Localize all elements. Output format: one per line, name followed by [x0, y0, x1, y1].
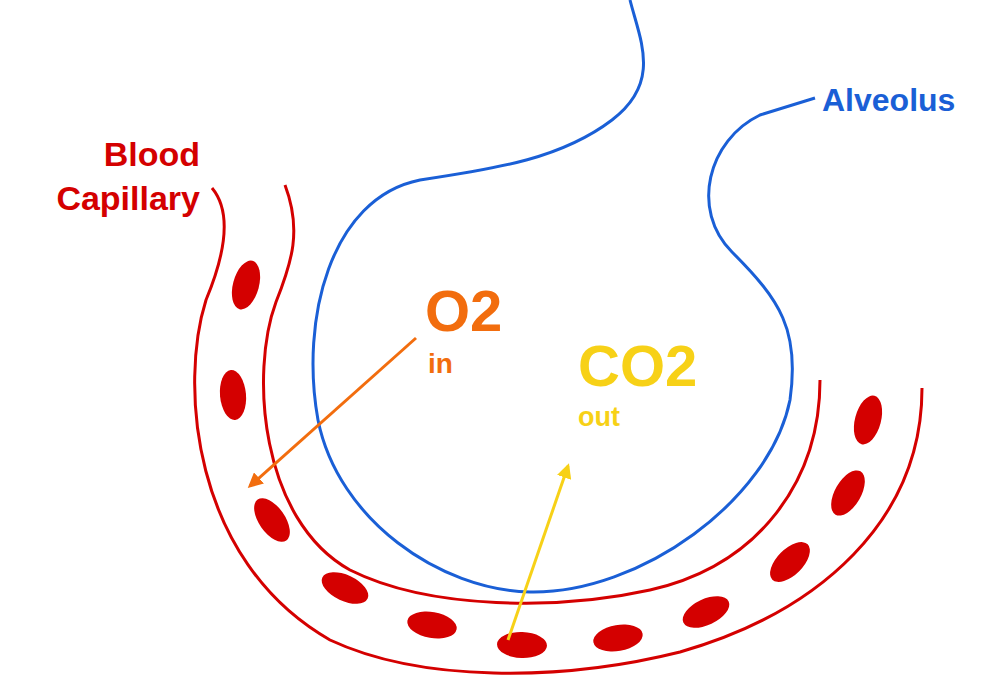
alveolus-outline: [313, 0, 815, 592]
carbon-dioxide-direction-label: out: [578, 402, 620, 433]
red-blood-cells: [218, 257, 887, 658]
carbon-dioxide-label: CO2: [578, 333, 697, 400]
capillary-outer-wall: [195, 188, 922, 673]
carbon-dioxide-arrow: [508, 466, 568, 640]
oxygen-label: O2: [425, 278, 502, 345]
oxygen-direction-label: in: [428, 348, 453, 380]
oxygen-arrow: [250, 338, 416, 486]
alveolus-label: Alveolus: [822, 82, 955, 119]
capillary-label: Blood Capillary: [4, 132, 200, 220]
